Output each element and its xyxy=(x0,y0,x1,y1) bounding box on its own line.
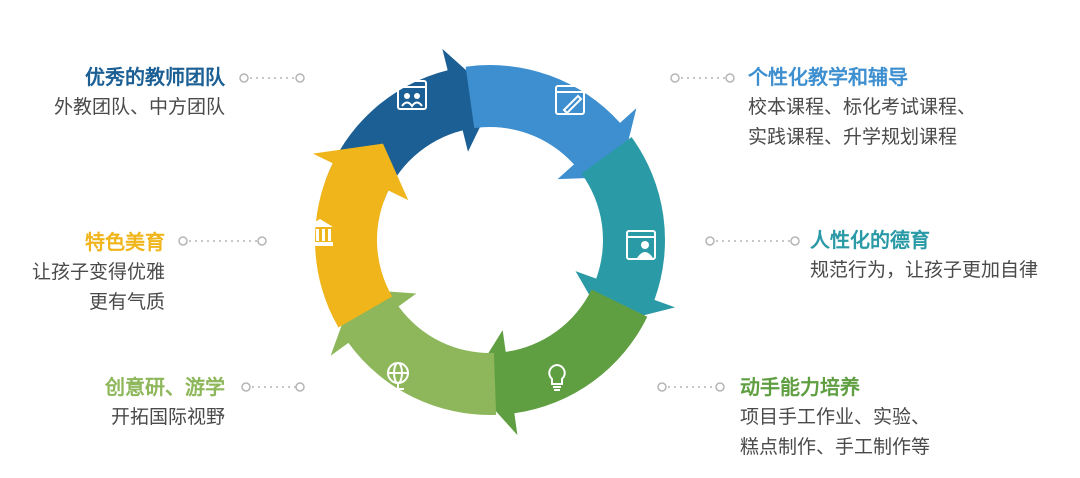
label-desc-line: 项目手工作业、实验、 xyxy=(740,406,931,428)
label-desc-line: 让孩子变得优雅 xyxy=(31,261,165,283)
arc-arrow-hands-on xyxy=(469,289,648,436)
label-title: 个性化教学和辅导 xyxy=(748,65,908,89)
connector-end-dot xyxy=(295,73,305,83)
label-title: 创意研、游学 xyxy=(105,375,225,399)
arc-arrow-aesthetic xyxy=(312,143,409,328)
connector-end-dot xyxy=(790,236,800,246)
label-title: 特色美育 xyxy=(85,230,165,254)
label-desc-line: 更有气质 xyxy=(88,291,165,313)
label-title: 动手能力培养 xyxy=(740,375,860,399)
connector-end-dot xyxy=(657,382,667,392)
label-teachers: 优秀的教师团队 外教团队、中方团队 xyxy=(20,62,225,122)
label-personalized-teaching: 个性化教学和辅导 校本课程、标化考试课程、 实践课程、升学规划课程 xyxy=(748,62,1048,152)
connector-end-dot xyxy=(670,73,680,83)
label-desc-line: 开拓国际视野 xyxy=(110,406,225,428)
arc-arrow-moral xyxy=(575,137,676,325)
connector-end-dot xyxy=(178,236,188,246)
label-desc-line: 规范行为，让孩子更加自律 xyxy=(810,259,1039,281)
globe-icon xyxy=(387,362,409,390)
connector-end-dot xyxy=(241,382,251,392)
label-creative-study-tour: 创意研、游学 开拓国际视野 xyxy=(20,372,225,432)
label-moral-education: 人性化的德育 规范行为，让孩子更加自律 xyxy=(810,225,1075,285)
connector-end-dot xyxy=(295,382,305,392)
label-desc-line: 外教团队、中方团队 xyxy=(53,96,225,118)
connector-end-dot xyxy=(705,236,715,246)
label-title: 人性化的德育 xyxy=(810,228,930,252)
connector-end-dot xyxy=(725,73,735,83)
arc-arrow-creative xyxy=(330,289,497,415)
label-desc-line: 实践课程、升学规划课程 xyxy=(748,126,958,148)
arc-arrow-teaching xyxy=(465,64,637,180)
label-title: 优秀的教师团队 xyxy=(85,65,225,89)
label-desc-line: 糕点制作、手工制作等 xyxy=(740,436,931,458)
label-aesthetic-education: 特色美育 让孩子变得优雅 更有气质 xyxy=(10,227,165,317)
teacher-group-icon xyxy=(397,80,427,110)
label-hands-on: 动手能力培养 项目手工作业、实验、 糕点制作、手工制作等 xyxy=(740,372,1040,462)
connector-end-dot xyxy=(239,73,249,83)
label-desc-line: 校本课程、标化考试课程、 xyxy=(748,96,977,118)
lightbulb-icon xyxy=(548,363,566,391)
connector-end-dot xyxy=(257,236,267,246)
person-book-icon xyxy=(626,230,656,260)
museum-icon xyxy=(307,219,333,246)
connector-end-dot xyxy=(715,382,725,392)
writing-book-icon xyxy=(555,85,585,115)
